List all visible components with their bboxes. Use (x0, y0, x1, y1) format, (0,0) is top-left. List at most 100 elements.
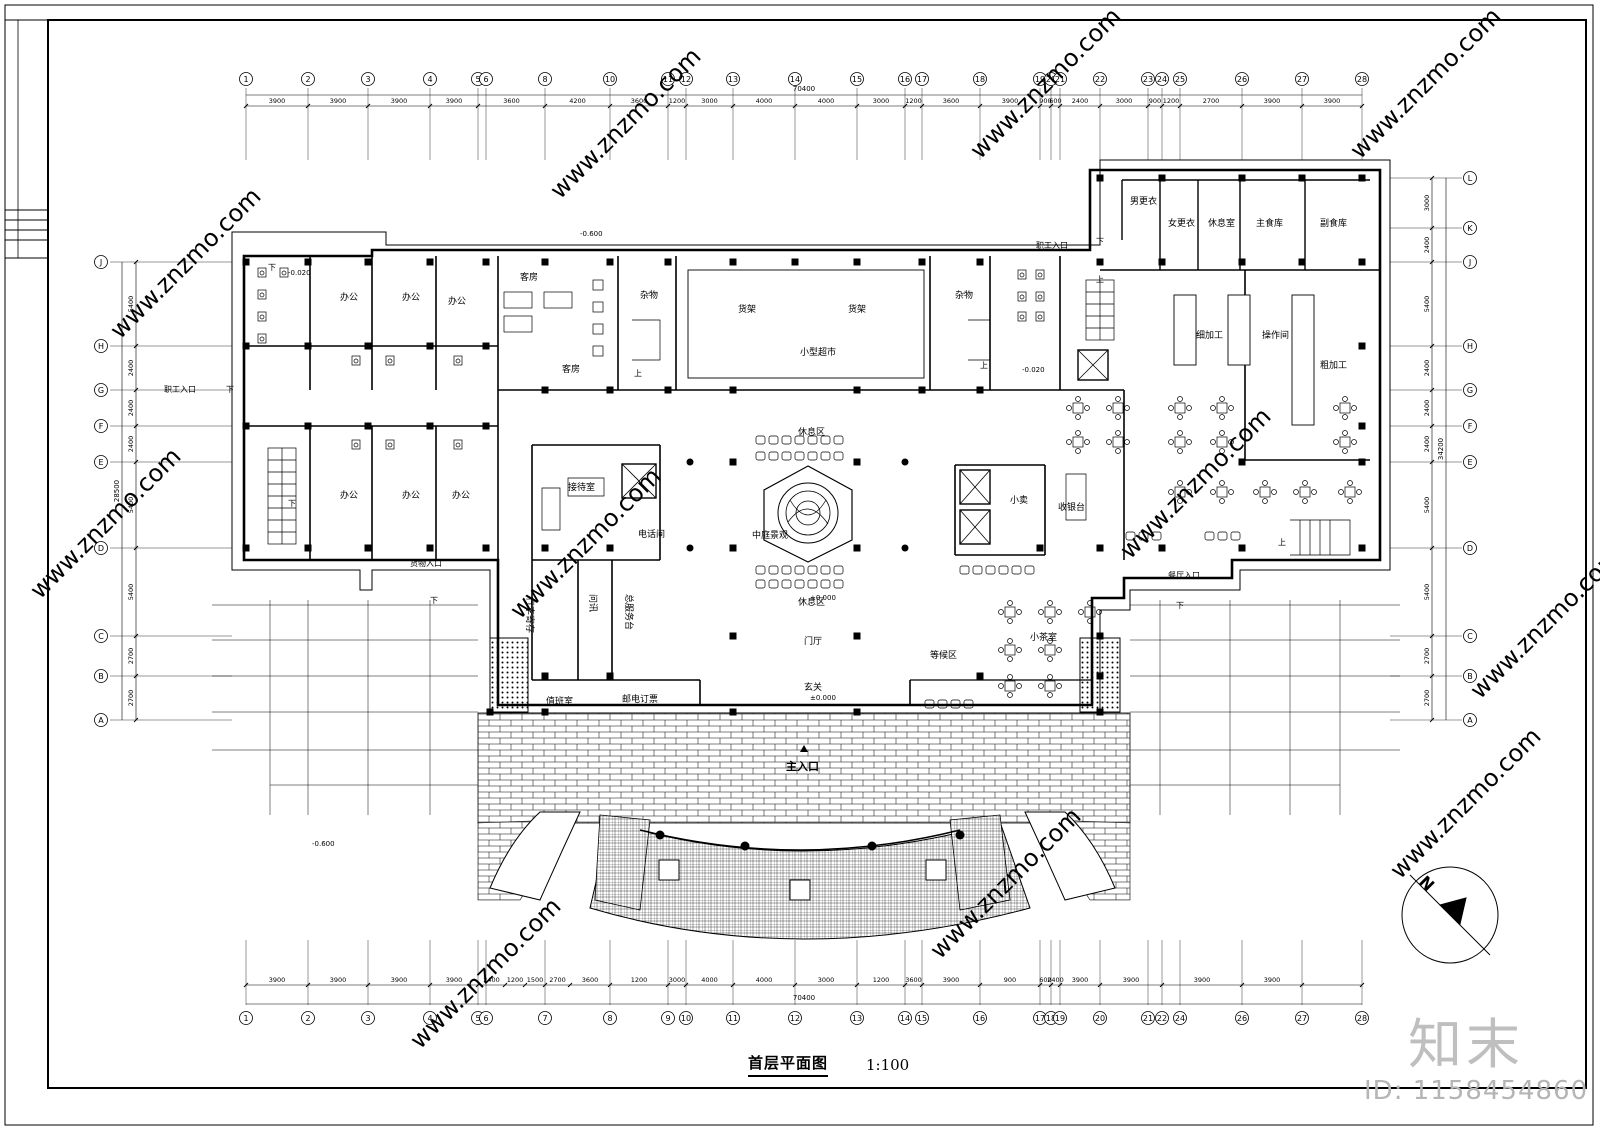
tea-table-18-chair-e (1016, 647, 1022, 653)
axis-right-G-circle (1463, 383, 1477, 397)
axis-left-G-text: G (98, 386, 104, 395)
axis-top-24-text: 24 (1157, 75, 1167, 84)
dim-left-tick-3 (133, 423, 139, 429)
dim-left-tick-7 (133, 673, 139, 679)
dim-bottom-tick-10 (665, 982, 671, 988)
dining-table-9-table (1216, 486, 1228, 498)
dim-left-tick-0 (133, 259, 139, 265)
site-lines (212, 600, 1400, 815)
dining-table-6-chair-e (1186, 439, 1192, 445)
rest-top-row1-seat-2 (781, 435, 792, 445)
axis-right-K-text: K (1467, 224, 1473, 233)
axis-bottom-19-text: 19 (1055, 1014, 1065, 1023)
dim-right-value-7: 5400 (1423, 584, 1431, 601)
rest-bottom-row2-seat-2 (781, 579, 792, 589)
dim-bottom-value-16: 3900 (943, 976, 960, 984)
axis-top-23: 23 (1141, 72, 1155, 86)
axis-bottom-22-circle (1155, 1011, 1169, 1025)
dim-bottom-value-23: 3900 (1264, 976, 1281, 984)
dim-left-tick-5 (133, 545, 139, 551)
column-28 (364, 422, 372, 430)
dining-table-10-chair-w (1253, 489, 1259, 495)
axis-right-H: H (1463, 339, 1477, 353)
axis-bottom-28: 28 (1355, 1011, 1369, 1025)
tea-table-16 (1038, 600, 1062, 624)
tea-table-21-chair-n (1047, 674, 1053, 680)
watermark-text-6: www.znzmo.com (1114, 402, 1276, 564)
tea-table-21-chair-s (1047, 692, 1053, 698)
axis-bottom-24-circle (1173, 1011, 1187, 1025)
axis-bottom-8-text: 8 (607, 1014, 612, 1023)
axis-right-A-circle (1463, 713, 1477, 727)
wc-12-tank (1035, 269, 1045, 280)
dining-table-12-table (1344, 486, 1356, 498)
dim-bottom-tick-12 (730, 982, 736, 988)
axis-bottom-13: 13 (850, 1011, 864, 1025)
rest-bottom-row2-seat-4 (807, 579, 818, 589)
dim-left-value-6: 2700 (127, 648, 135, 665)
column-35 (482, 544, 490, 552)
axis-left-C-text: C (98, 632, 104, 641)
room-sundries-2: 杂物 (955, 289, 973, 301)
restaurant-bench-2-seat-2 (1230, 531, 1241, 541)
dining-table-7 (1210, 430, 1234, 454)
column-54 (541, 708, 549, 716)
waiting-bottom-row-seat-2 (950, 699, 961, 709)
rest-bottom-row2-seat-5 (820, 579, 831, 589)
axis-top-6: 6 (479, 72, 493, 86)
axis-left-C: C (94, 629, 108, 643)
dim-right-value-1: 2400 (1423, 237, 1431, 254)
dim-top-tick-16 (1048, 103, 1054, 109)
shelf-2: 货架 (848, 303, 866, 315)
rest-bottom-row1-seat-5 (820, 565, 831, 575)
axis-top-10-circle (603, 72, 617, 86)
axis-top-2-text: 2 (305, 75, 310, 84)
dining-table-11 (1293, 480, 1317, 504)
tea-table-15-chair-w (998, 609, 1004, 615)
column-42 (541, 544, 549, 552)
axis-top-17-text: 17 (917, 75, 927, 84)
rest-bottom-row1-seat-4 (807, 565, 818, 575)
dim-top-value-4: 3600 (503, 97, 520, 105)
dim-left-value-7: 2700 (127, 690, 135, 707)
tea-table-21 (1038, 674, 1062, 698)
dim-right-tick-0 (1429, 175, 1435, 181)
axis-bottom-15-circle (915, 1011, 929, 1025)
column-32 (304, 544, 312, 552)
axis-left-D-text: D (98, 544, 104, 553)
dim-bottom-tick-11 (683, 982, 689, 988)
dim-bottom-tick-15 (902, 982, 908, 988)
dining-table-5 (1210, 396, 1234, 420)
dim-bottom-value-17: 900 (1004, 976, 1016, 984)
axis-top-16: 16 (898, 72, 912, 86)
staff-entrance-left: 职工入口 (164, 385, 196, 394)
dining-table-8-chair-s (1177, 498, 1183, 504)
axis-bottom-3: 3 (361, 1011, 375, 1025)
wc-3-bowl (259, 314, 265, 320)
axis-right-L-text: L (1468, 174, 1473, 183)
reception-desk (567, 477, 605, 497)
axis-right-E: E (1463, 455, 1477, 469)
room-service-desk: 总服务台 (623, 594, 635, 630)
column-53 (1096, 708, 1104, 716)
axis-bottom-16-circle (973, 1011, 987, 1025)
dim-bottom-value-6: 1500 (527, 976, 544, 984)
axis-bottom-15-text: 15 (917, 1014, 927, 1023)
rest-top-row2-seat-0 (755, 451, 766, 461)
rest-top-row2-seat-2 (781, 451, 792, 461)
axis-left-E-circle (94, 455, 108, 469)
axis-bottom-1-text: 1 (243, 1014, 248, 1023)
dining-table-7-chair-n (1219, 430, 1225, 436)
restaurant-bench-2-seat-1 (1217, 531, 1228, 541)
axis-top-6-text: 6 (483, 75, 488, 84)
step-down-goods: 下 (430, 596, 438, 605)
axis-bottom-4: 4 (423, 1011, 437, 1025)
dim-right-value-2: 5400 (1423, 296, 1431, 313)
wc-10-tank (453, 439, 463, 450)
wc-1-bowl (281, 270, 287, 276)
axis-bottom-14-circle (898, 1011, 912, 1025)
dim-left-value-0: 5400 (127, 296, 135, 313)
tea-table-16-chair-n (1047, 600, 1053, 606)
axis-right-E-text: E (1467, 458, 1472, 467)
axis-bottom-26: 26 (1235, 1011, 1249, 1025)
